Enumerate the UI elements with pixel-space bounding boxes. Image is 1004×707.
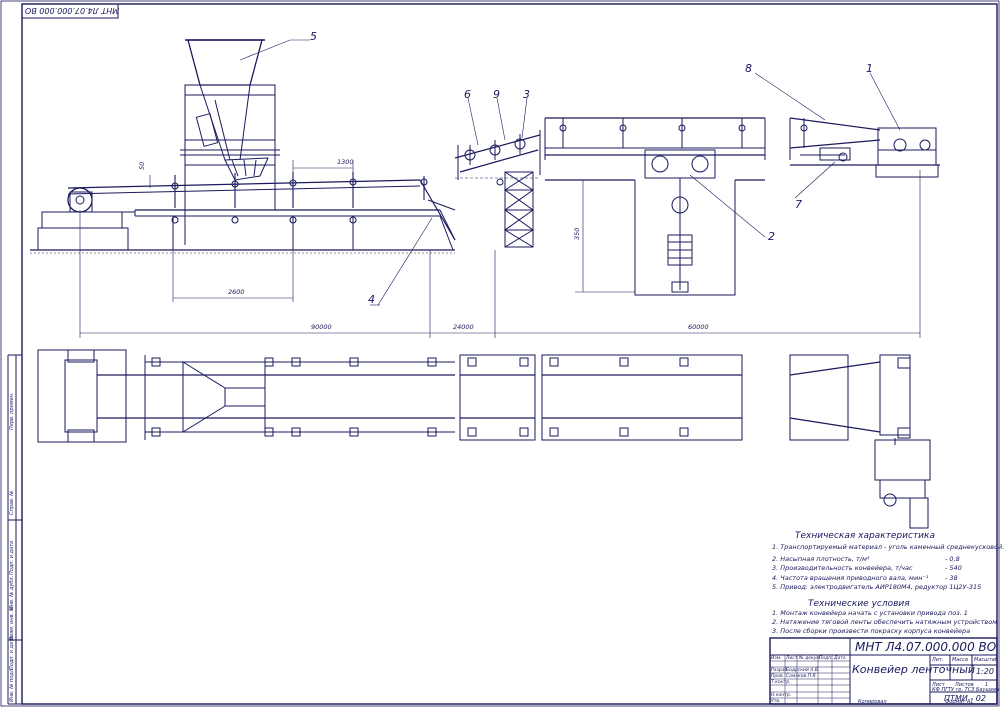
stamp-text: МНТ Л4.07.000.000 ВО <box>25 6 120 15</box>
prov-label: Пров. <box>771 674 785 679</box>
side-view-drive-section <box>754 72 940 199</box>
tech-char-value: - 0,8 <box>945 555 960 563</box>
side-label: Справ. № <box>9 490 15 515</box>
inner-frame <box>21 3 998 705</box>
drawing-name: Конвейер ленточный <box>852 663 976 676</box>
dim-24000: 24000 <box>453 323 474 331</box>
tech-char-item: 1. Транспортируемый материал - уголь кам… <box>772 543 1004 551</box>
scale-label: Масштаб <box>974 657 998 663</box>
side-view-tension-section <box>544 117 766 296</box>
prov-name: Самаков П.Я. <box>786 674 817 679</box>
tech-cond-item: 1. Монтаж конвейера начать с установки п… <box>772 609 968 617</box>
tech-char-item: 2. Насыпная плотность, т/м³ <box>772 555 870 563</box>
tech-cond-title: Технические условия <box>808 599 910 609</box>
side-label: Подп. и дата <box>9 635 15 670</box>
sheets-label: Листов <box>955 682 974 688</box>
callout-6: 6 <box>464 88 471 101</box>
callout-1: 1 <box>866 62 873 75</box>
tkontr-label: Т.контр. <box>771 680 791 685</box>
callout-3: 3 <box>523 88 530 101</box>
side-label: Инв. № дубл. <box>9 575 15 610</box>
role-list: Лист <box>786 656 798 661</box>
role-izm: Изм. <box>771 656 782 661</box>
role-doc: № докум. <box>799 656 822 661</box>
role-date: Дата <box>834 656 846 661</box>
tech-char-item: 3. Производительность конвейера, т/час <box>772 564 913 572</box>
dim-350: 350 <box>573 227 581 240</box>
side-label: Подп. и дата <box>9 540 15 575</box>
side-view-loading-section <box>30 39 456 306</box>
title-block-frame <box>769 637 998 705</box>
side-label: Инв. № подл. <box>9 667 15 703</box>
side-view-transition-section <box>454 97 541 248</box>
tech-char-item: 4. Частота вращения приводного вала, мин… <box>772 574 929 582</box>
copy-label: Копировал <box>858 699 887 705</box>
lit-label: Лит. <box>932 657 944 663</box>
mass-label: Масса <box>952 657 968 663</box>
tech-char-value: - 38 <box>945 574 958 582</box>
dim-2600: 2600 <box>228 288 245 296</box>
doc-code: МНТ Л4.07.000.000 ВО <box>855 640 997 654</box>
callout-4: 4 <box>368 293 375 306</box>
razrab-name: Бодрский А.В. <box>786 668 820 673</box>
overall-dimensions <box>79 170 921 338</box>
callout-2: 2 <box>768 230 775 243</box>
tech-cond-item: 2. Натяжение тяговой ленты обеспечить на… <box>772 618 998 626</box>
nkontr-label: Н.контр. <box>771 693 792 698</box>
callout-7: 7 <box>795 198 802 211</box>
tech-char-value: - 540 <box>945 564 962 572</box>
sheets-value: 1 <box>985 682 989 688</box>
tech-cond-item: 3. После сборки произвести покраску корп… <box>772 627 971 635</box>
tech-char-title: Техническая характеристика <box>795 531 935 541</box>
role-podp: Подп. <box>819 656 833 661</box>
side-label: Взам. инв. № <box>9 606 15 640</box>
dim-90000: 90000 <box>311 323 332 331</box>
scale-value: 1:20 <box>976 667 994 676</box>
sheet-label: Лист <box>932 682 945 688</box>
callout-5: 5 <box>310 30 317 43</box>
callout-8: 8 <box>745 62 752 75</box>
org-1: КФ ПГТУ гр. ТСЗ Баушева <box>932 687 1000 693</box>
side-label: Перв. примен. <box>9 392 15 430</box>
plan-view <box>37 349 931 529</box>
dim-50: 50 <box>138 161 146 170</box>
org-2: ПТМИ - 02 <box>944 694 986 703</box>
tech-char-item: 5. Привод: электродвигатель АИР180М4, ре… <box>772 583 982 591</box>
dim-1300: 1300 <box>337 158 354 166</box>
format-label: Формат А1 <box>945 699 974 705</box>
callout-9: 9 <box>493 88 500 101</box>
razrab-label: Разраб. <box>771 668 789 673</box>
dim-60000: 60000 <box>688 323 709 331</box>
stamp-box <box>21 3 119 19</box>
utv-label: Утв. <box>771 699 781 704</box>
